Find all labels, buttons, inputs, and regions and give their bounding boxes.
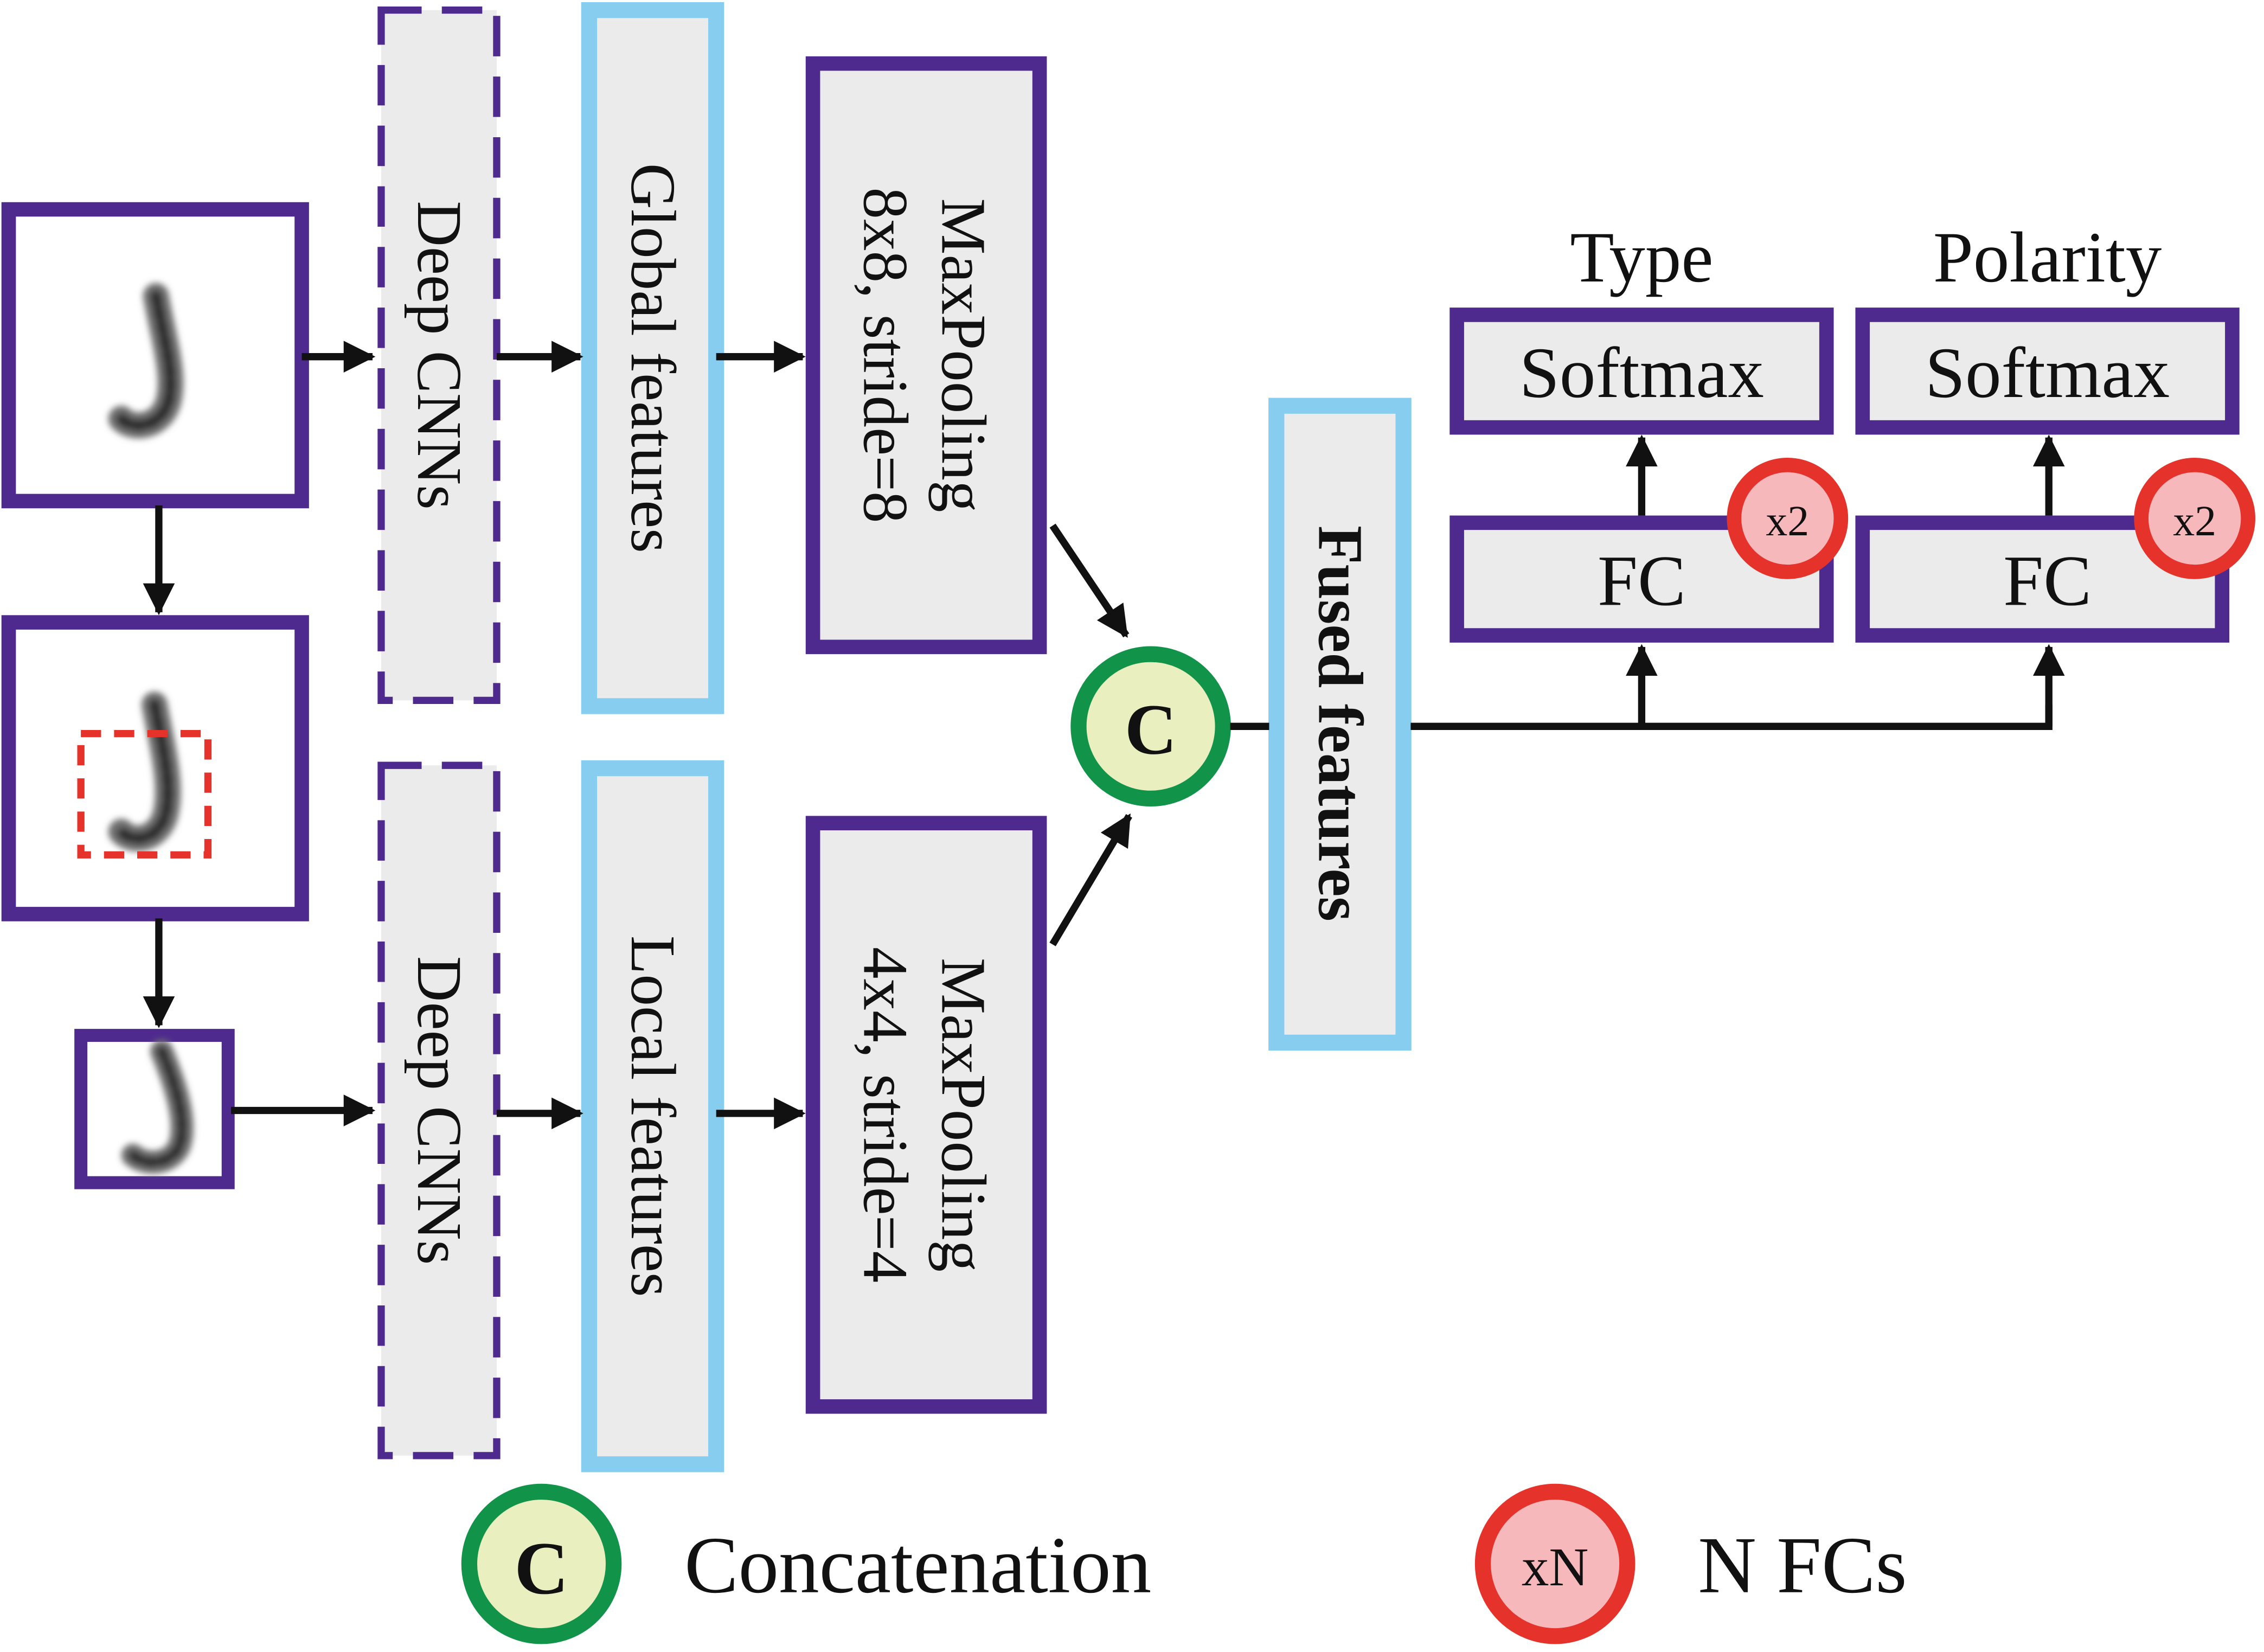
local-maxpooling-title: MaxPooling	[928, 958, 998, 1272]
type-softmax-block	[1450, 308, 1834, 435]
local-maxpooling-block: MaxPooling 4x4, stride=4	[805, 816, 1047, 1414]
legend: C Concatenation xN N FCs	[461, 1483, 1907, 1644]
legend-concatenation-label: Concatenation	[684, 1521, 1151, 1610]
arrow-local-pool-to-concat	[1049, 813, 1132, 946]
svg-text:x2: x2	[2173, 497, 2216, 545]
polarity-head: Polarity Softmax FC x2	[1855, 217, 2255, 643]
polarity-fc-label: FC	[2003, 540, 2092, 620]
svg-text:x2: x2	[1766, 497, 1809, 545]
legend-n-fcs-label: N FCs	[1698, 1521, 1907, 1610]
legend-concatenation-icon: C	[461, 1483, 622, 1644]
local-deep-cnns-label: Deep CNNs	[404, 956, 474, 1265]
global-maxpooling-title: MaxPooling	[928, 198, 998, 512]
global-maxpooling-params: 8x8, stride=8	[850, 187, 920, 523]
type-fc-count-badge: x2	[1727, 458, 1849, 579]
type-head-title: Type	[1570, 217, 1713, 297]
fused-features-label: Fused features	[1305, 526, 1375, 921]
svg-text:xN: xN	[1522, 1536, 1589, 1597]
global-features-block: Global features	[581, 2, 724, 714]
polarity-softmax-label: Softmax	[1925, 332, 2170, 413]
svg-text:C: C	[515, 1527, 569, 1610]
fused-features-block: Fused features	[1268, 398, 1412, 1051]
polarity-softmax-block	[1855, 308, 2240, 435]
chromosome-image	[121, 1040, 194, 1174]
polarity-head-title: Polarity	[1933, 217, 2162, 297]
line-fused-to-heads	[1410, 705, 2053, 730]
type-fc-label: FC	[1598, 540, 1686, 620]
type-head: Type Softmax FC x2	[1450, 217, 1849, 643]
local-deep-cnns-block: Deep CNNs	[377, 761, 501, 1459]
connectors	[143, 341, 2065, 1130]
input-image-cropped	[74, 1029, 235, 1189]
dashed-crop-box	[77, 729, 212, 859]
local-maxpooling-params: 4x4, stride=4	[850, 947, 920, 1283]
polarity-fc-count-badge: x2	[2134, 458, 2255, 579]
chromosome-image	[108, 691, 181, 851]
global-deep-cnns-label: Deep CNNs	[404, 201, 474, 509]
arrow-global-pool-to-concat	[1049, 523, 1130, 638]
global-maxpooling-block: MaxPooling 8x8, stride=8	[805, 56, 1047, 655]
input-image-with-crop	[1, 615, 309, 921]
local-features-block: Local features	[581, 760, 724, 1472]
global-deep-cnns-block: Deep CNNs	[377, 6, 501, 705]
type-softmax-label: Softmax	[1519, 332, 1764, 413]
global-features-label: Global features	[618, 163, 688, 553]
concatenation-node: C	[1070, 646, 1231, 807]
chromosome-image	[108, 283, 184, 439]
input-image-full	[1, 202, 309, 509]
legend-n-fcs-icon: xN	[1474, 1483, 1636, 1644]
local-features-label: Local features	[618, 936, 688, 1297]
concatenation-symbol: C	[1125, 689, 1177, 770]
